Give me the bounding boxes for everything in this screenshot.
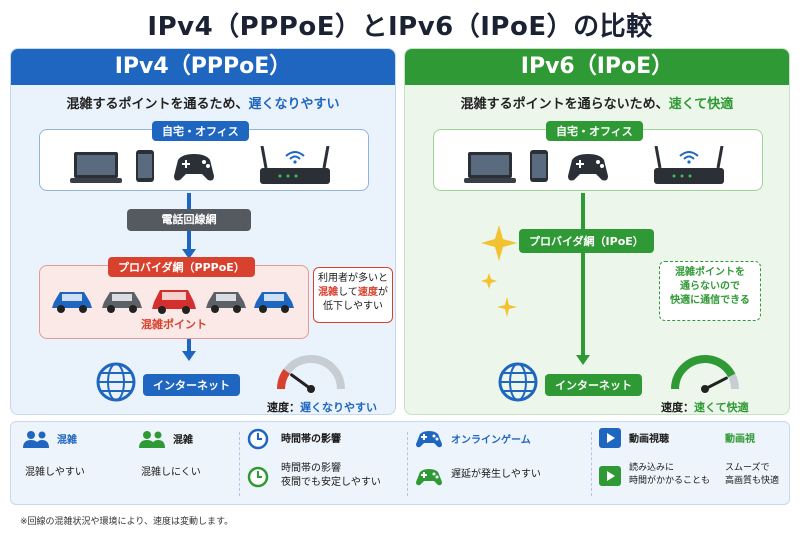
car-icon [254, 292, 294, 313]
legend-2-value: 混雑しにくい [141, 467, 201, 478]
ipv6-arrow [581, 193, 585, 359]
ipv4-bubble-line3: 低下しやすい [323, 301, 383, 312]
ipv6-bubble: 混雑ポイントを 通らないので 快適に通信できる [659, 261, 761, 321]
clock-icon [247, 466, 269, 488]
ipv6-home-box: 自宅・オフィス [433, 121, 763, 191]
legend-col-1: 混雑 混雑しやすい [23, 428, 123, 500]
ipv4-arrow-head-3 [182, 351, 196, 361]
ipv6-home-label: 自宅・オフィス [546, 121, 643, 141]
ipv4-panel: IPv4（PPPoE） 混雑するポイントを通るため、遅くなりやすい 自宅・オフィ… [10, 48, 396, 415]
provider-pppoe-label: プロバイダ網（PPPoE） [108, 257, 255, 277]
car-icon [206, 292, 246, 313]
legend-col-6: 動画視 スムーズで 高画質も快適 [723, 428, 789, 500]
legend-col-4: オンラインゲーム 遅延が発生しやすい [407, 428, 585, 500]
ipv6-subtitle-highlight: 速くて快適 [668, 97, 734, 112]
ipv4-speed-gauge [277, 355, 345, 393]
legend-4-head: オンラインゲーム [451, 435, 531, 446]
legend-col-2: 混雑 混雑しにくい [139, 428, 239, 500]
gamepad-icon [568, 154, 608, 181]
ipv4-internet-label: インターネット [143, 374, 240, 396]
ipv4-bubble-line2: 混雑して速度が [318, 287, 388, 298]
smartphone-icon [530, 150, 548, 182]
ipv6-subtitle: 混雑するポイントを通らないため、速くて快適 [405, 93, 789, 112]
footnote: ※回線の混雑状況や環境により、速度は変動します。 [20, 517, 234, 527]
ipv6-header: IPv6（IPoE） [405, 49, 789, 85]
ipv4-subtitle: 混雑するポイントを通るため、遅くなりやすい [11, 93, 395, 112]
ipv4-home-label: 自宅・オフィス [152, 121, 249, 141]
legend-col-3: 時間帯の影響 時間帯の影響 夜間でも安定しやすい [239, 428, 407, 500]
ipv6-speed-gauge [671, 355, 739, 393]
laptop-icon [70, 152, 122, 183]
ipv4-arrow-3 [187, 339, 191, 353]
ipv4-subtitle-highlight: 遅くなりやすい [248, 97, 340, 112]
congestion-label: 混雑ポイント [141, 318, 207, 331]
gamepad-icon [174, 154, 214, 181]
ipv4-devices [70, 146, 330, 184]
cars-row [52, 290, 294, 314]
car-icon [102, 292, 142, 313]
play-icon [599, 466, 621, 486]
ipv6-internet-label: インターネット [545, 374, 642, 396]
phone-network-box: 電話回線網 [127, 209, 251, 231]
ipv6-bubble-line3: 快適に通信できる [670, 295, 750, 306]
clock-icon [247, 428, 269, 450]
legend-6-value-1: スムーズで [725, 463, 770, 473]
legend-5-head: 動画視聴 [629, 434, 669, 445]
car-icon [52, 292, 92, 313]
ipv6-bubble-line1: 混雑ポイントを [675, 267, 745, 278]
router-icon [654, 146, 724, 184]
legend-5-value-2: 時間がかかることも [629, 476, 711, 486]
congestion-box: プロバイダ網（PPPoE） 混雑ポイント [39, 257, 309, 339]
comparison-legend: 混雑 混雑しやすい 混雑 混雑しにくい 時間帯の影響 時間帯の影響 夜間でも安定… [10, 421, 790, 505]
ipv6-subtitle-prefix: 混雑するポイントを通らないため、 [460, 97, 669, 112]
ipv4-speed-label: 速度：遅くなりやすい [267, 401, 377, 414]
car-icon [152, 290, 196, 314]
ipv4-arrow-1 [187, 193, 191, 209]
legend-3-value-1: 時間帯の影響 [281, 463, 341, 474]
ipv6-speed-label: 速度：速くて快適 [661, 401, 749, 414]
legend-3-head: 時間帯の影響 [281, 434, 341, 445]
ipv4-subtitle-prefix: 混雑するポイントを通るため、 [66, 97, 249, 112]
legend-2-head: 混雑 [173, 435, 193, 446]
page-title: IPv4（PPPoE）とIPv6（IPoE）の比較 [147, 12, 653, 42]
smartphone-icon [136, 150, 154, 182]
legend-6-value-2: 高画質も快適 [725, 476, 780, 486]
ipv4-bubble: 利用者が多いと 混雑して速度が 低下しやすい [313, 267, 393, 323]
legend-3-value-2: 夜間でも安定しやすい [281, 477, 381, 488]
ipv4-header: IPv4（PPPoE） [11, 49, 395, 85]
router-icon [260, 146, 330, 184]
ipv6-panel: IPv6（IPoE） 混雑するポイントを通らないため、速くて快適 自宅・オフィス… [404, 48, 790, 415]
people-icon [23, 431, 49, 448]
ipv6-arrow-head [576, 355, 590, 365]
gamepad-icon [416, 469, 442, 486]
globe-icon [96, 362, 136, 402]
legend-4-value: 遅延が発生しやすい [451, 469, 541, 480]
laptop-icon [464, 152, 516, 183]
legend-col-5: 動画視聴 読み込みに 時間がかかることも [591, 428, 711, 500]
ipv4-home-box: 自宅・オフィス [39, 121, 369, 191]
ipv4-arrow-head-2 [182, 249, 196, 259]
ipv4-arrow-2 [187, 231, 191, 251]
legend-6-head: 動画視 [725, 434, 755, 445]
sparkle-icon [481, 225, 517, 317]
legend-1-value: 混雑しやすい [25, 467, 85, 478]
legend-5-value-1: 読み込みに [629, 463, 675, 473]
people-icon [139, 431, 165, 448]
play-icon [599, 428, 621, 448]
globe-icon [498, 362, 538, 402]
ipv6-bubble-line2: 通らないので [680, 281, 740, 292]
ipv6-devices [464, 146, 724, 184]
ipv4-bubble-line1: 利用者が多いと [318, 273, 388, 284]
gamepad-icon [416, 431, 442, 448]
legend-1-head: 混雑 [57, 435, 77, 446]
provider-ipoe-label: プロバイダ網（IPoE） [519, 229, 654, 253]
